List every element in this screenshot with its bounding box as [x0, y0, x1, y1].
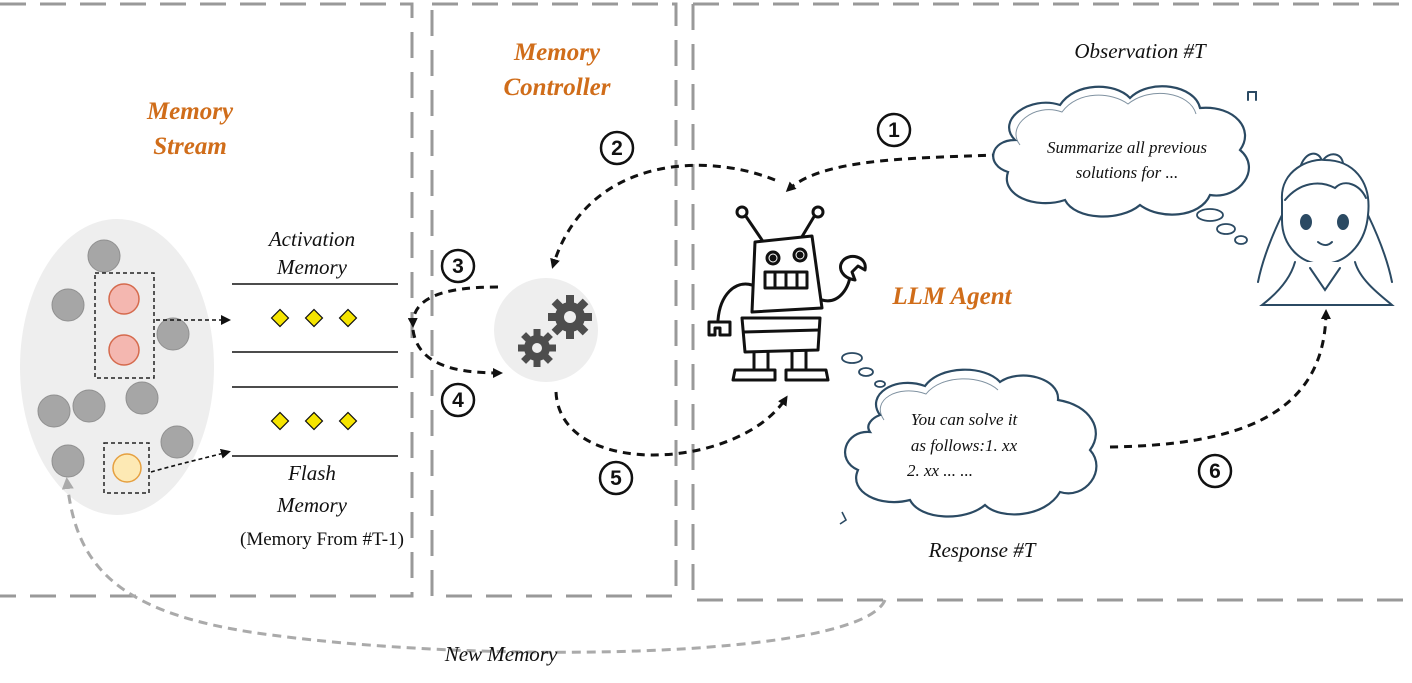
flash-memory-slots — [270, 411, 358, 431]
flash-selection-box — [103, 442, 150, 494]
agent-label: LLM Agent — [891, 283, 1012, 310]
observation-label: Observation #T — [1074, 39, 1207, 63]
step-marker-6: 6 — [1197, 453, 1233, 489]
step-number: 5 — [610, 467, 622, 490]
memory-node — [160, 425, 194, 459]
robot-icon — [707, 205, 867, 382]
arrow-controller-to-activation — [407, 285, 499, 328]
step-number: 3 — [452, 255, 464, 278]
memory-stream-panel — [0, 2, 414, 598]
memory-node — [72, 389, 106, 423]
memory-node — [51, 444, 85, 478]
step-marker-5: 5 — [598, 460, 634, 496]
memory-slot-diamond — [338, 308, 358, 328]
response-text-line2: as follows:1. xx — [911, 436, 1018, 455]
memory-slot-diamond — [304, 308, 324, 328]
step-marker-4: 4 — [440, 382, 476, 418]
activation-memory-label-line2: Memory — [276, 255, 348, 279]
step-marker-2: 2 — [599, 130, 635, 166]
memory-slot-diamond — [270, 308, 290, 328]
arrow-memory-to-controller — [411, 329, 503, 378]
memory-node — [37, 394, 71, 428]
memory-stream-title-line1: Memory — [146, 98, 234, 125]
observation-text-line1: Summarize all previous — [1047, 138, 1207, 157]
memory-node — [51, 288, 85, 322]
flash-memory-node — [112, 453, 142, 483]
speech-bubble-trail — [841, 352, 886, 388]
step-marker-3: 3 — [440, 248, 476, 284]
memory-slot-diamond — [270, 411, 290, 431]
response-text-line1: You can solve it — [911, 410, 1019, 429]
memory-stream-title-line2: Stream — [153, 133, 227, 160]
memory-controller-title-line2: Controller — [504, 74, 611, 101]
memory-nodes — [37, 239, 194, 478]
step-number: 4 — [452, 389, 464, 412]
gears-icon — [518, 295, 592, 367]
step-marker-1: 1 — [876, 112, 912, 148]
flash-link-arrow — [150, 448, 231, 473]
memory-slot-diamond — [338, 411, 358, 431]
memory-node — [125, 381, 159, 415]
arrow-controller-to-agent — [554, 391, 788, 457]
girl-avatar-icon — [1247, 91, 1395, 306]
arrow-new-memory — [61, 477, 887, 654]
observation-text-line2: solutions for ... — [1076, 163, 1179, 182]
arrow-observation-to-agent — [785, 153, 1001, 193]
memory-slot-diamond — [304, 411, 324, 431]
activation-selection-box — [94, 272, 155, 379]
memory-node — [87, 239, 121, 273]
activation-memory-label-line1: Activation — [267, 227, 355, 251]
activated-memory-node — [108, 283, 140, 315]
memory-node — [156, 317, 190, 351]
arrow-response-to-user — [1109, 309, 1331, 449]
flash-memory-label-line2: Memory — [276, 493, 348, 517]
flash-memory-label-line1: Flash — [287, 461, 336, 485]
flow-arrows — [407, 153, 1331, 457]
memory-controller-panel — [430, 2, 678, 598]
activated-memory-node — [108, 334, 140, 366]
arrow-agent-to-controller — [550, 163, 776, 269]
response-cloud: You can solve it as follows:1. xx 2. xx … — [843, 368, 1098, 518]
cloud-tail-mark — [839, 511, 848, 525]
memory-controller-title-line1: Memory — [513, 39, 601, 66]
step-number: 2 — [611, 137, 623, 160]
activation-memory-slots — [270, 308, 358, 328]
step-number: 1 — [888, 119, 900, 142]
flash-memory-note: (Memory From #T-1) — [240, 529, 404, 550]
step-number: 6 — [1209, 460, 1221, 483]
response-text-line3: 2. xx ... ... — [907, 461, 973, 480]
response-label: Response #T — [928, 538, 1037, 562]
observation-cloud: Summarize all previous solutions for ... — [992, 85, 1250, 218]
panel-borders — [0, 2, 1412, 602]
thought-bubble-trail — [1196, 208, 1248, 245]
new-memory-label: New Memory — [444, 642, 558, 666]
